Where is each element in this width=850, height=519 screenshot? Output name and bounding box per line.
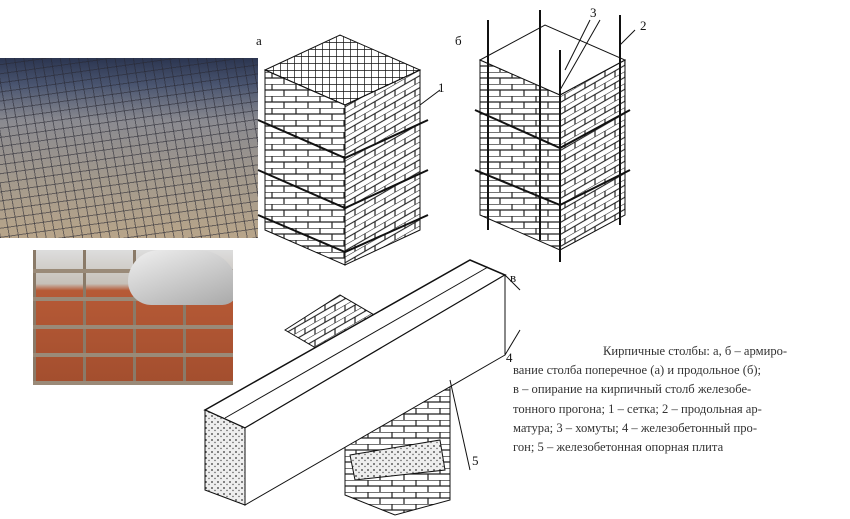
label-a: а [256,33,262,48]
caption-line: тонного прогона; 1 – сетка; 2 – продольн… [513,401,762,416]
label-2: 2 [640,18,647,33]
bricklaying-photo [33,250,233,385]
figure-caption: Кирпичные столбы: а, б – армиро- вание с… [513,342,838,457]
label-4: 4 [506,350,513,365]
reinforcement-mesh-photo [0,58,258,238]
caption-line: Кирпичные столбы: а, б – армиро- [603,344,788,358]
pillar-b [474,10,636,262]
caption-line: в – опирание на кирпичный столб железобе… [513,382,752,397]
glove-hand [128,250,233,305]
caption-line: матура; 3 – хомуты; 4 – железобетонный п… [513,420,758,435]
beam-support-v [203,259,521,516]
caption-line: гон; 5 – железобетонная опорная плита [513,440,724,455]
label-v: в [510,270,517,285]
pillar-a [257,34,441,266]
caption-line: вание столба поперечное (а) и продольное… [513,363,762,378]
label-3: 3 [590,5,597,20]
label-5: 5 [472,453,479,468]
label-b: б [455,33,462,48]
label-1: 1 [438,80,445,95]
